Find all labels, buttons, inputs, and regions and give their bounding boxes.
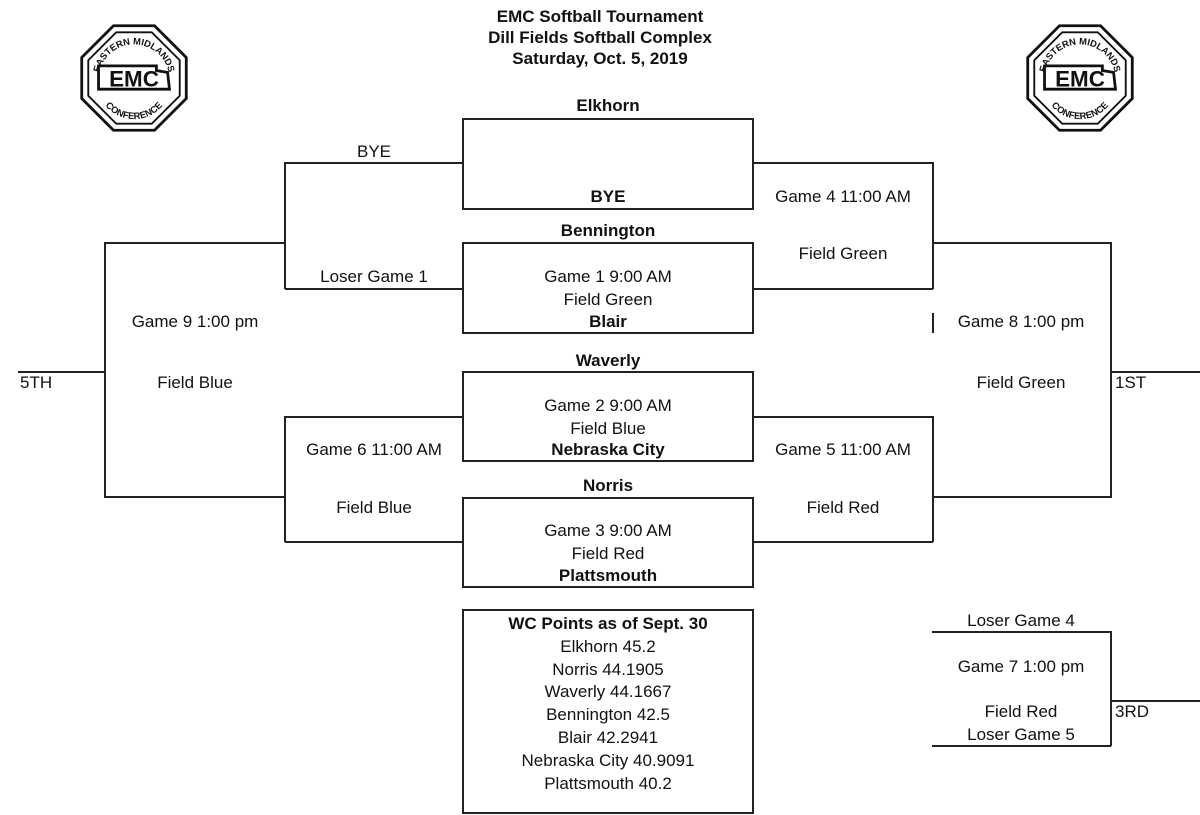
slot-bye-left: BYE — [356, 142, 392, 161]
wc-points-entry: Blair 42.2941 — [557, 727, 659, 747]
place-first: 1ST — [1115, 373, 1147, 392]
bracket-line-game-9-vertical — [104, 242, 106, 498]
logo-center-text: EMC — [1055, 66, 1105, 91]
slot-loser-game-4: Loser Game 4 — [967, 611, 1075, 630]
matchup-box-elkhorn-bye — [462, 118, 754, 210]
bracket-line-loser-game-1 — [285, 288, 463, 290]
event-date: Saturday, Oct. 5, 2019 — [512, 49, 688, 68]
bracket-line-left-upper-vertical — [284, 162, 286, 289]
bracket-line-first-place — [1110, 371, 1200, 373]
wc-points-entry: Bennington 42.5 — [546, 705, 670, 725]
bracket-line-game-8-top — [932, 242, 1111, 244]
bracket-line-game-4-vertical — [932, 162, 934, 289]
team-norris: Norris — [582, 476, 634, 495]
bracket-line-game-9-bottom — [105, 496, 286, 498]
wc-points-entry: Elkhorn 45.2 — [560, 636, 656, 656]
game-9-field: Field Blue — [157, 373, 233, 392]
game-5-field: Field Red — [806, 498, 880, 517]
venue-title: Dill Fields Softball Complex — [488, 28, 712, 47]
game-9-time: Game 9 1:00 pm — [131, 312, 259, 331]
bracket-line-game-6-vertical — [284, 416, 286, 542]
bracket-line-game-7-vertical — [1110, 631, 1112, 746]
game-4-time: Game 4 11:00 AM — [775, 187, 911, 206]
game-3-field: Field Red — [571, 544, 645, 563]
wc-points-entry: Nebraska City 40.9091 — [521, 750, 695, 770]
wc-points-title: WC Points as of Sept. 30 — [508, 614, 708, 633]
bracket-line-game-5-vertical — [932, 416, 934, 542]
slot-loser-game-5: Loser Game 5 — [967, 725, 1075, 744]
bracket-line-game-5-bottom — [753, 541, 933, 543]
game-1-field: Field Green — [563, 290, 653, 309]
wc-points-entry: Norris 44.1905 — [552, 659, 664, 679]
place-third: 3RD — [1115, 702, 1150, 721]
logo-octagon-inner — [87, 31, 181, 125]
bracket-header: EMC Softball Tournament Dill Fields Soft… — [488, 6, 712, 69]
team-bennington: Bennington — [560, 221, 656, 240]
game-8-time: Game 8 1:00 pm — [957, 312, 1085, 331]
wc-points-box: WC Points as of Sept. 30 Elkhorn 45.2 No… — [462, 609, 754, 814]
bracket-line-third-place — [1110, 700, 1200, 702]
bracket-line-game-6-top — [285, 416, 463, 418]
game-6-time: Game 6 11:00 AM — [306, 440, 442, 459]
game-6-field: Field Blue — [336, 498, 412, 517]
logo-center-text: EMC — [109, 66, 159, 91]
logo-state-shape — [1043, 64, 1118, 91]
game-2-field: Field Blue — [570, 419, 646, 438]
game-3-time: Game 3 9:00 AM — [544, 521, 672, 540]
bracket-line-game-4-bottom — [753, 288, 933, 290]
logo-octagon-inner — [1033, 31, 1127, 125]
team-waverly: Waverly — [575, 351, 641, 370]
bracket-line-game-7-bottom — [932, 745, 1111, 747]
tournament-title: EMC Softball Tournament — [496, 7, 704, 26]
bracket-line-game-6-bottom — [285, 541, 463, 543]
game-4-field: Field Green — [798, 244, 888, 263]
team-plattsmouth: Plattsmouth — [558, 566, 658, 585]
bracket-line-bye-left — [285, 162, 463, 164]
place-fifth: 5TH — [20, 373, 53, 392]
team-bye: BYE — [590, 187, 626, 206]
bracket-line-game-5-top — [753, 416, 933, 418]
game-7-time: Game 7 1:00 pm — [957, 657, 1085, 676]
team-blair: Blair — [589, 312, 627, 331]
bracket-line-game-7-top — [932, 631, 1111, 633]
bracket-line-game-4-top — [753, 162, 933, 164]
bracket-line-game-8-bottom — [932, 496, 1111, 498]
wc-points-entry: Waverly 44.1667 — [544, 682, 672, 702]
game-8-field: Field Green — [976, 373, 1066, 392]
bracket-line-game-8-vertical — [1110, 242, 1112, 498]
slot-loser-game-1: Loser Game 1 — [320, 267, 428, 286]
team-nebraska-city: Nebraska City — [551, 440, 665, 459]
game-1-time: Game 1 9:00 AM — [544, 267, 672, 286]
game-7-field: Field Red — [984, 702, 1058, 721]
bracket-line-game-9-top — [105, 242, 286, 244]
wc-points-entry: Plattsmouth 40.2 — [544, 773, 672, 793]
bracket-line-fifth-place — [18, 371, 106, 373]
bracket-line-game-8-tick — [932, 313, 934, 333]
game-2-time: Game 2 9:00 AM — [544, 396, 672, 415]
logo-state-shape — [97, 64, 172, 91]
team-elkhorn: Elkhorn — [576, 96, 640, 115]
game-5-time: Game 5 11:00 AM — [775, 440, 911, 459]
